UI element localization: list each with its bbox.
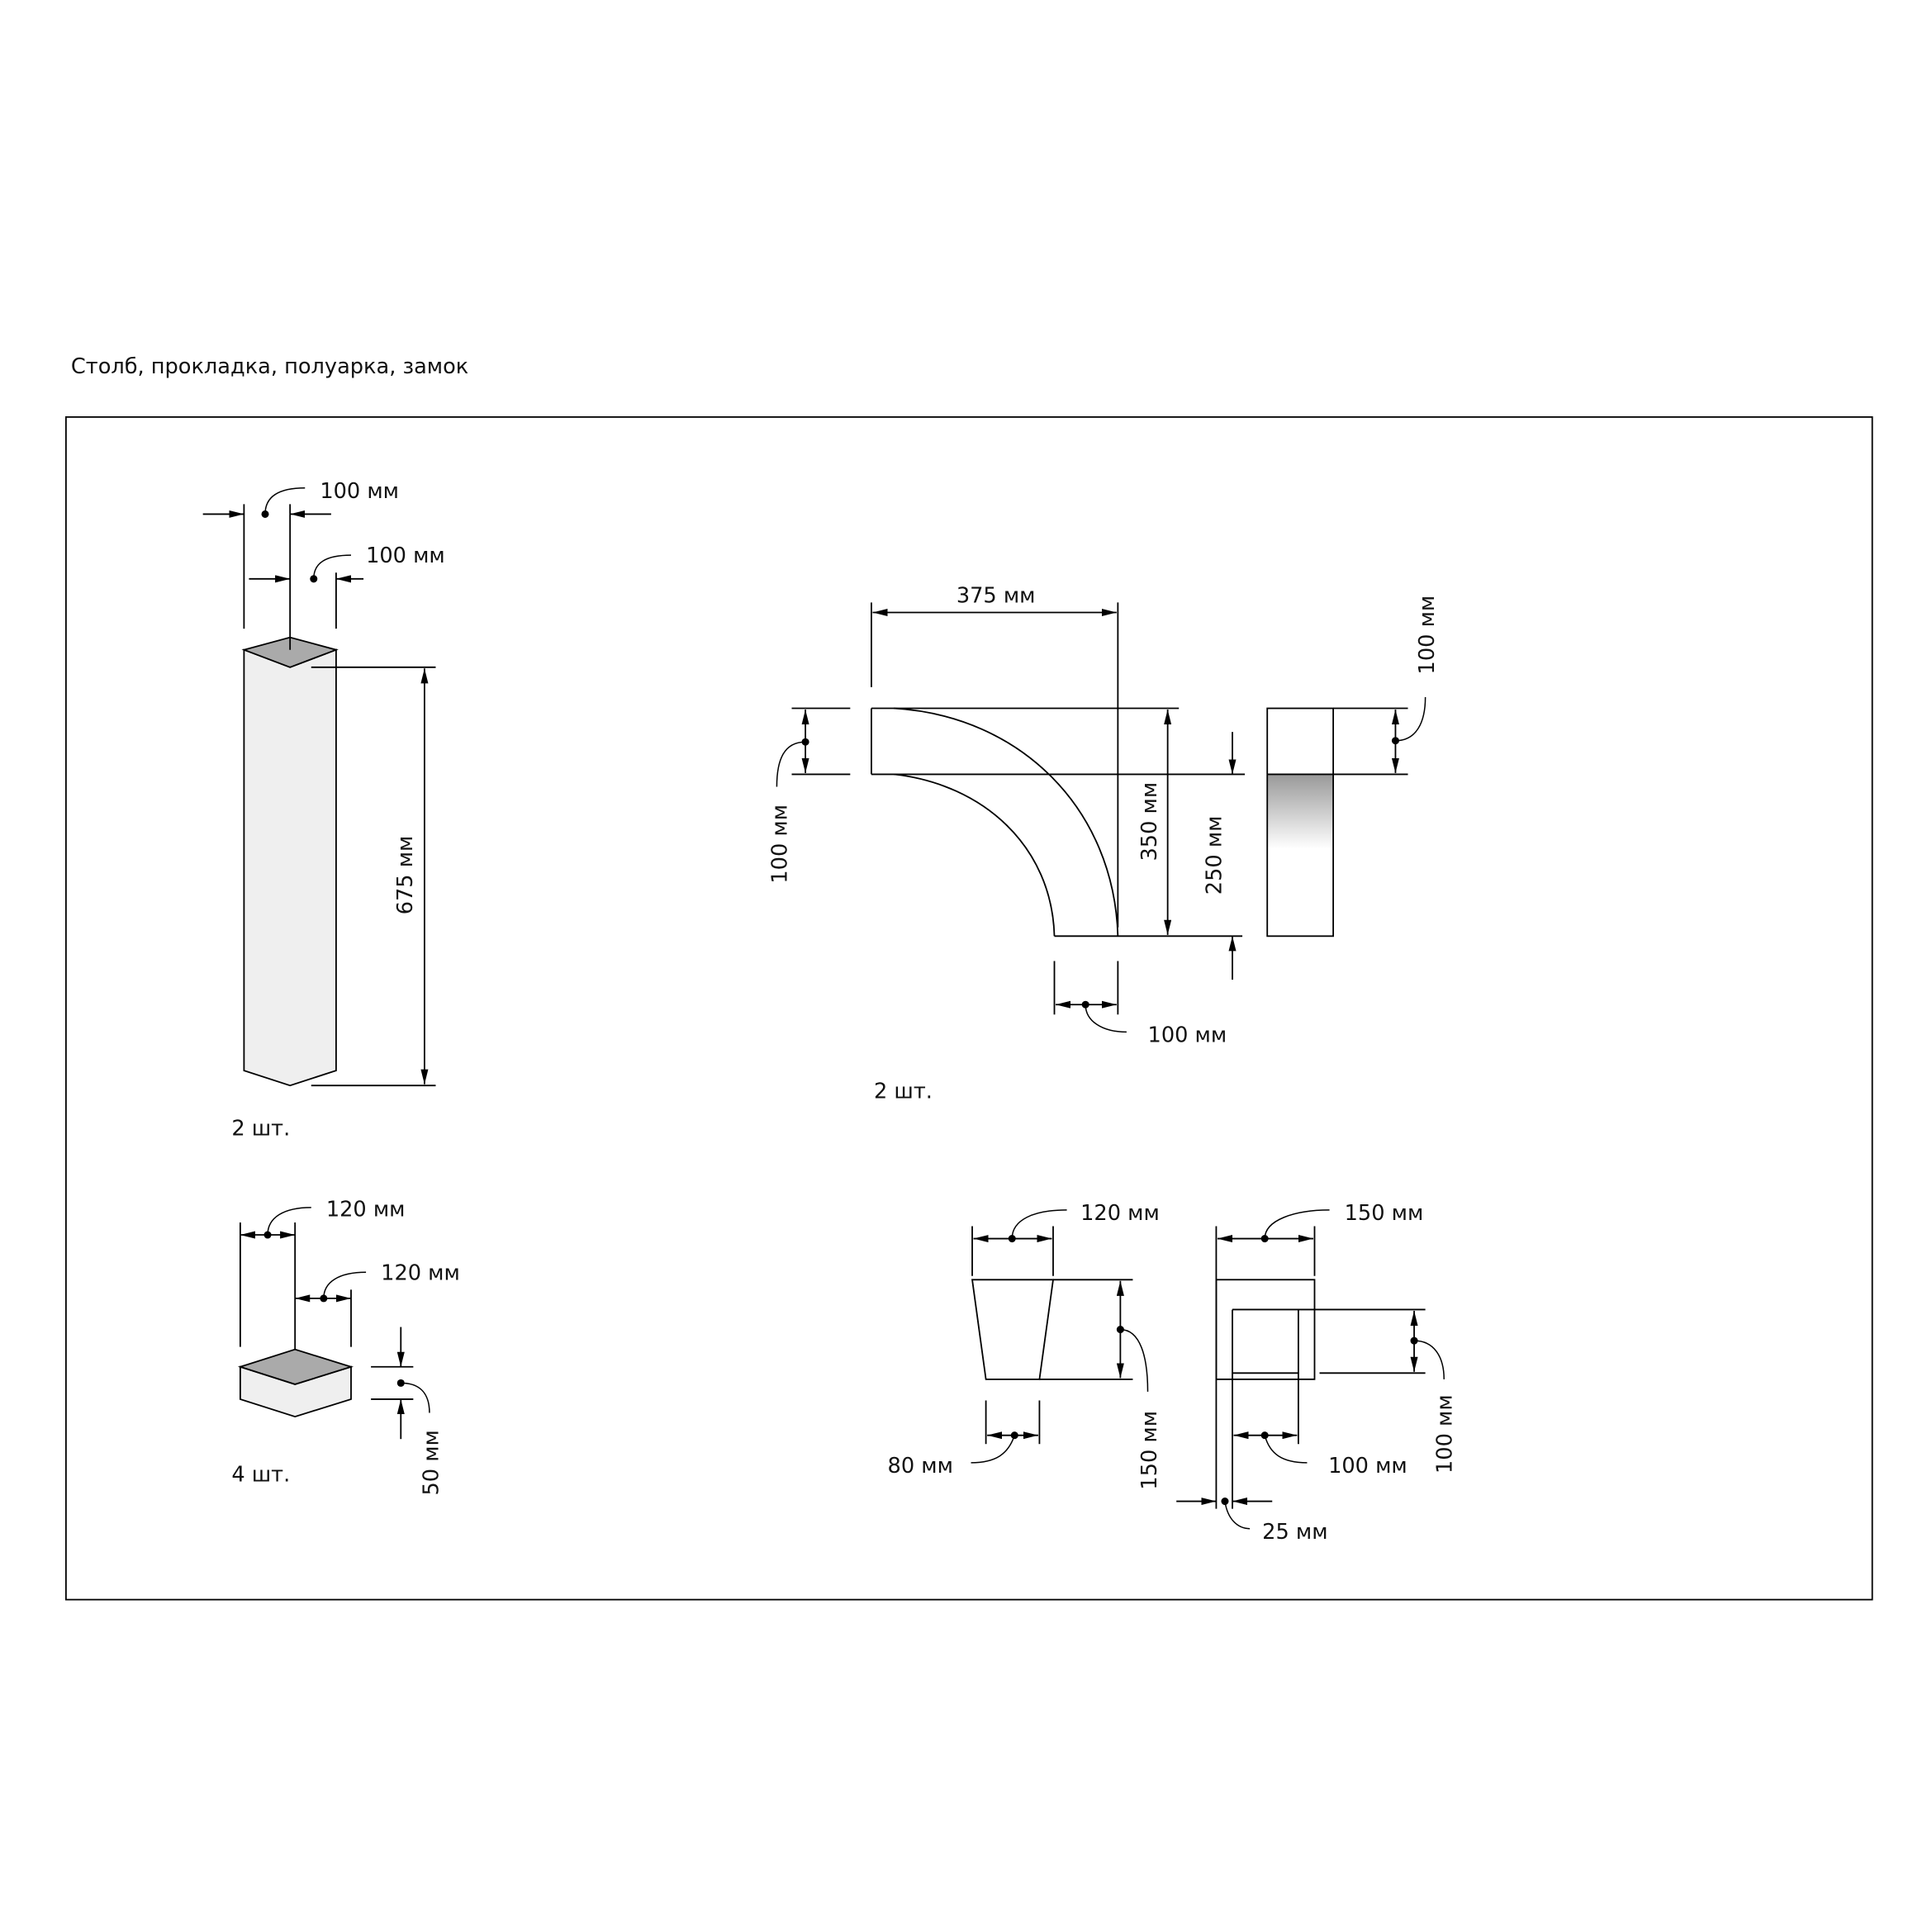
pad-drawing: 120 мм 120 мм 50 мм 4 шт. [231,1197,460,1495]
arch-lower-height-label: 250 мм [1202,816,1227,895]
keystone-height-label: 150 мм [1137,1411,1162,1490]
pad-count: 4 шт. [231,1462,290,1487]
keystone-bottom-width-label: 80 мм [888,1454,953,1479]
drawing-frame [64,415,1873,1601]
keystone-inner-width-label: 100 мм [1328,1454,1407,1479]
keystone-inner-height-label: 100 мм [1432,1394,1457,1474]
pad-depth-label: 120 мм [381,1260,460,1285]
pillar-depth-label: 100 мм [366,544,445,568]
pad-width-label: 120 мм [326,1197,406,1222]
keystone-side-width-label: 150 мм [1345,1201,1424,1226]
pillar-height-label: 675 мм [393,836,418,915]
arch-count: 2 шт. [874,1079,933,1104]
arch-top-thickness-label: 100 мм [767,805,792,884]
half-arch-drawing: 375 мм 100 мм 350 мм 250 мм 100 мм 2 шт.… [767,583,1440,1104]
arch-bottom-width-label: 100 мм [1148,1023,1227,1047]
pillar-count: 2 шт. [231,1116,290,1141]
pad-height-label: 50 мм [419,1430,444,1495]
keystone-offset-label: 25 мм [1262,1520,1327,1545]
arch-span-label: 375 мм [957,583,1036,608]
keystone-drawing: 120 мм 150 мм 80 мм 150 мм 100 мм 100 мм [888,1201,1458,1545]
pillar-drawing: 100 мм 100 мм 675 мм 2 шт. [202,479,445,1141]
pillar-width-label: 100 мм [320,479,399,504]
keystone-top-width-label: 120 мм [1080,1201,1160,1226]
sheet-title: Столб, прокладка, полуарка, замок [71,354,468,379]
arch-side-thickness-label: 100 мм [1415,596,1440,675]
arch-total-height-label: 350 мм [1137,782,1162,862]
